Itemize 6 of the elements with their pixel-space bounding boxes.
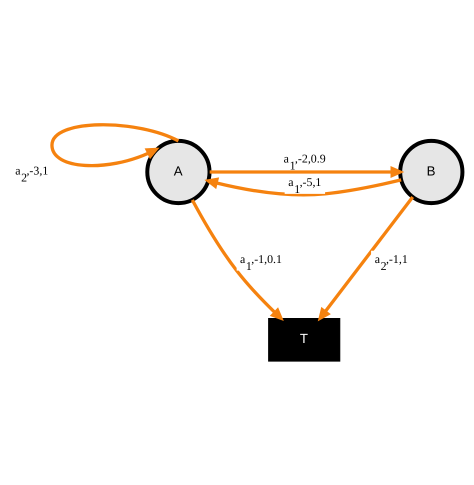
node-circle: B (398, 138, 464, 205)
arrow (318, 196, 414, 321)
arrow (204, 176, 402, 196)
arrow (210, 166, 404, 178)
node-box: T (268, 317, 340, 362)
arrow (190, 198, 284, 321)
